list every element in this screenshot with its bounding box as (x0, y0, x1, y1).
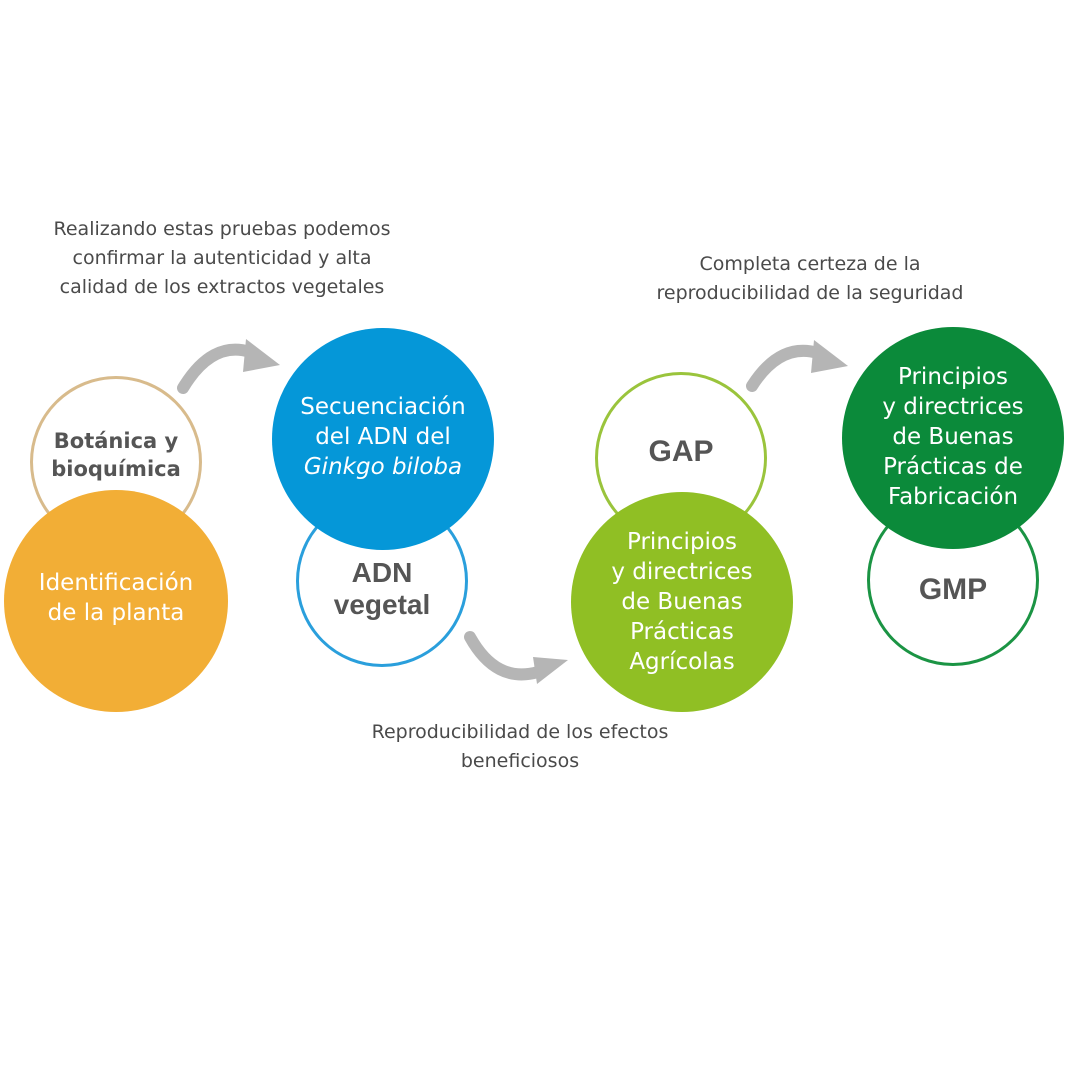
gap-principles-line-4: Prácticas (630, 619, 734, 645)
secuenciacion-line-2: del ADN del (315, 424, 451, 450)
identificacion-label: Identificación de la planta (39, 568, 193, 628)
caption-safety-line-1: Completa certeza de la (699, 253, 921, 275)
gap-principles-line-5: Agrícolas (629, 649, 735, 675)
gap-principles-line-1: Principios (627, 529, 737, 555)
arrow-1 (177, 339, 280, 394)
gmp-principles-line-1: Principios (898, 364, 1008, 390)
adn-vegetal-label: ADN vegetal (334, 557, 431, 621)
botanica-label: Botánica y bioquímica (51, 427, 181, 483)
caption-tests-line-2: confirmar la autenticidad y alta (72, 247, 372, 269)
secuenciacion-label: Secuenciación del ADN del Ginkgo biloba (300, 392, 466, 482)
gmp-principles-label: Principios y directrices de Buenas Práct… (882, 362, 1023, 512)
gmp-principles-line-5: Fabricación (887, 484, 1019, 510)
gap-principles-label: Principios y directrices de Buenas Práct… (611, 527, 752, 677)
adn-line-1: ADN (351, 557, 413, 588)
gap-principles-circle: Principios y directrices de Buenas Práct… (571, 492, 793, 712)
caption-effects-line-2: beneficiosos (460, 750, 580, 772)
gmp-label: GMP (918, 573, 988, 606)
identificacion-circle: Identificación de la planta (4, 490, 228, 712)
caption-tests-line-1: Realizando estas pruebas podemos (53, 218, 391, 240)
gap-principles-line-3: de Buenas (621, 589, 743, 615)
gmp-principles-line-3: de Buenas (892, 424, 1014, 450)
gmp-principles-line-4: Prácticas de (883, 454, 1023, 480)
gap-label: GAP (648, 435, 714, 468)
caption-effects-line-1: Reproducibilidad de los efectos (371, 721, 669, 743)
arrow-3 (746, 340, 848, 392)
caption-reproducibility-effects: Reproducibilidad de los efectos benefici… (320, 718, 720, 776)
arrow-2 (464, 631, 568, 684)
botanica-line-1: Botánica y (53, 429, 179, 453)
secuenciacion-circle: Secuenciación del ADN del Ginkgo biloba (272, 328, 494, 550)
identificacion-line-2: de la planta (47, 600, 185, 626)
identificacion-line-1: Identificación (38, 570, 194, 596)
caption-tests: Realizando estas pruebas podemos confirm… (22, 215, 422, 302)
gap-principles-line-2: y directrices (611, 559, 753, 585)
gmp-principles-line-2: y directrices (882, 394, 1024, 420)
adn-line-2: vegetal (333, 589, 431, 620)
gmp-principles-circle: Principios y directrices de Buenas Práct… (842, 327, 1064, 549)
caption-safety-certainty: Completa certeza de la reproducibilidad … (610, 250, 1010, 308)
botanica-line-2: bioquímica (51, 457, 181, 481)
caption-tests-line-3: calidad de los extractos vegetales (59, 276, 385, 298)
secuenciacion-line-1: Secuenciación (300, 394, 466, 420)
secuenciacion-line-3: Ginkgo biloba (303, 454, 463, 480)
caption-safety-line-2: reproducibilidad de la seguridad (656, 282, 964, 304)
